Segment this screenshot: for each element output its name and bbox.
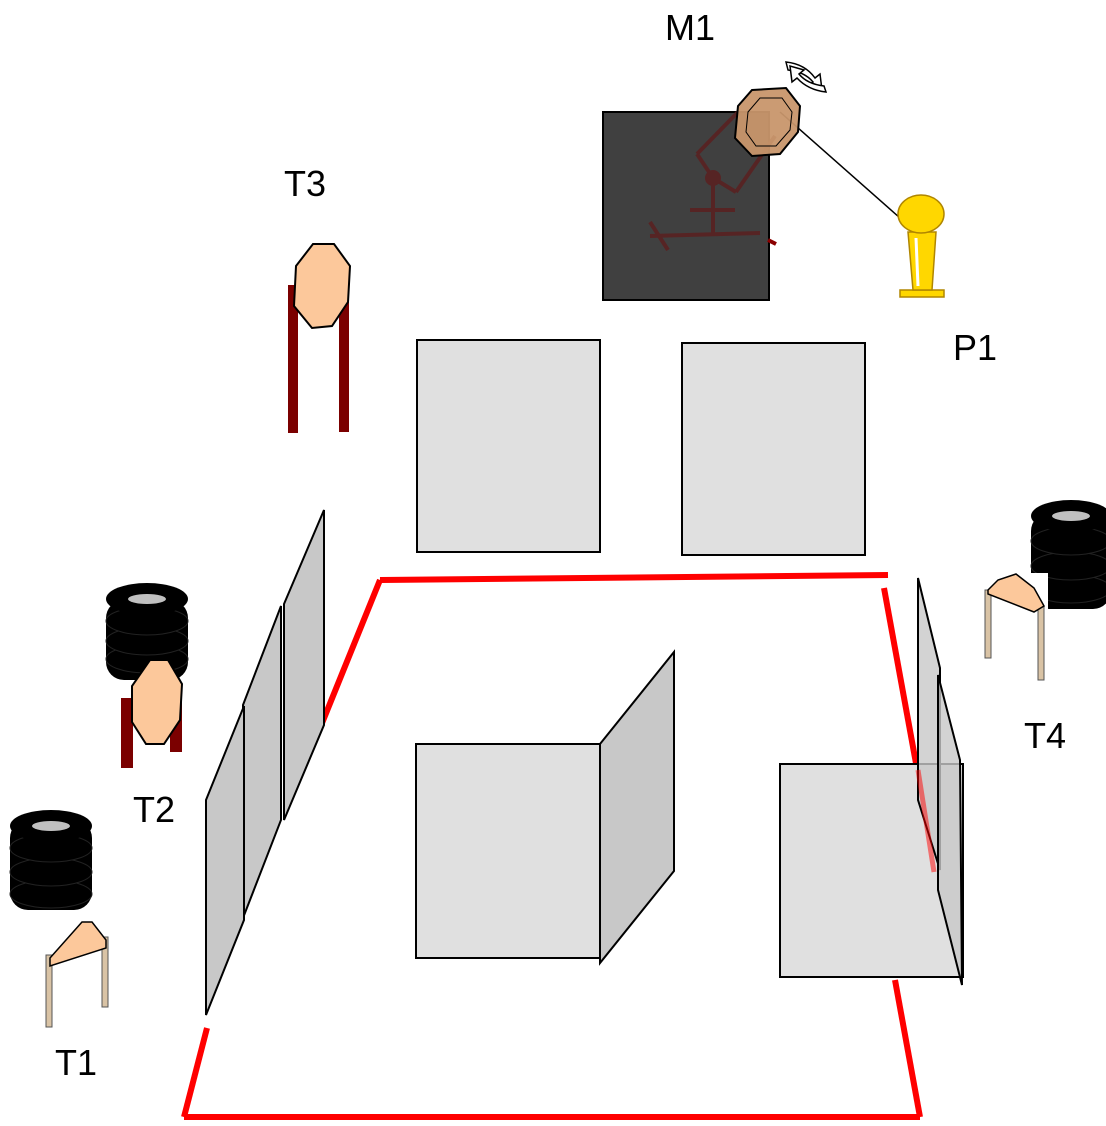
left-wall-panel-front: [205, 705, 245, 1016]
right-wall-panel-b: [937, 674, 963, 986]
t2-octagon-target-icon: [131, 659, 184, 745]
t1-target: T1: [9, 810, 109, 1083]
m1-target-assembly: M1: [602, 7, 901, 301]
t1-target-icon: [49, 921, 107, 968]
left-wall-panel-middle: [242, 605, 282, 919]
t4-tire-stack-icon: [1030, 500, 1106, 609]
right-boundary-through-panel: [915, 769, 937, 873]
shooting-area-boundary: [181, 572, 939, 1120]
m1-cable: [779, 111, 901, 219]
label-m1: M1: [665, 7, 715, 48]
boundary-left-upper: [313, 578, 383, 740]
m1-octagon-inner-icon: [745, 97, 793, 147]
popper-target-icon: [897, 194, 945, 234]
m1-base-stub: [767, 238, 777, 246]
back-panel-left: [416, 339, 601, 553]
center-barricade-side: [599, 649, 675, 966]
boundary-left-lower: [181, 1027, 210, 1118]
center-barricade: [415, 649, 675, 966]
label-t4: T4: [1024, 715, 1066, 756]
t2-post-left: [121, 698, 133, 768]
p1-popper-body: [907, 231, 937, 291]
t1-stand: [45, 936, 109, 1028]
t4-target: T4: [984, 500, 1106, 756]
left-wall-panels: [205, 509, 325, 1016]
label-t3: T3: [284, 163, 326, 204]
boundary-right-lower: [892, 979, 923, 1118]
t3-post-left: [288, 285, 298, 433]
label-p1: P1: [953, 327, 997, 368]
t3-post-right: [339, 300, 349, 432]
center-barricade-front: [415, 743, 601, 959]
p1-popper-highlight: [914, 237, 920, 287]
t1-tire-stack-icon: [9, 810, 93, 910]
p1-popper-base: [899, 289, 945, 298]
back-panel-right: [681, 342, 866, 556]
right-barricade: [779, 577, 964, 986]
label-t1: T1: [55, 1042, 97, 1083]
rotation-arrows-icon: [785, 61, 828, 93]
label-t2: T2: [133, 789, 175, 830]
boundary-top: [379, 572, 889, 583]
t2-target: T2: [105, 583, 189, 830]
t3-target: T3: [284, 163, 352, 433]
t4-target-icon: [987, 573, 1046, 613]
left-wall-panel-back: [283, 509, 325, 821]
t3-octagon-target-icon: [292, 243, 352, 330]
p1-popper: P1: [897, 194, 997, 368]
